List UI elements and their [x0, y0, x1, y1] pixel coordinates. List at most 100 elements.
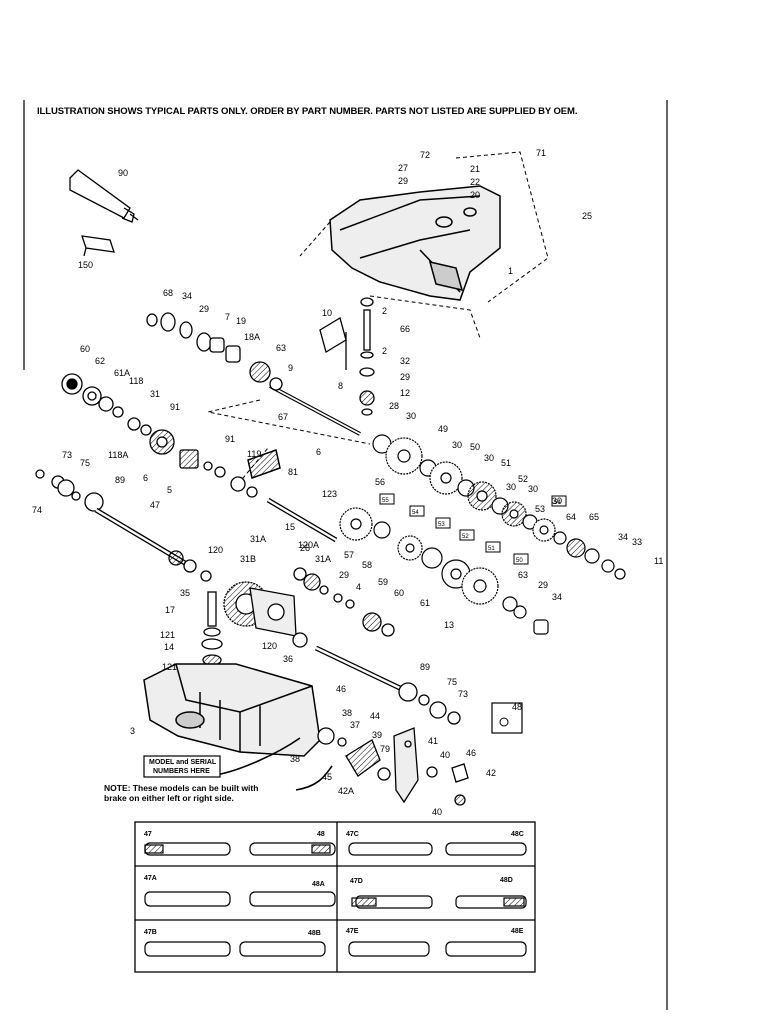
part-number-label: 120A	[298, 540, 319, 550]
part-number-label: 120	[208, 545, 223, 555]
part-number-label: 63	[276, 343, 286, 353]
part-number-label: 121	[162, 662, 177, 672]
part-number-label: 10	[322, 308, 332, 318]
table-label: 48E	[511, 928, 524, 935]
part-number-label: 75	[447, 677, 457, 687]
part-number-label: 31B	[240, 554, 256, 564]
part-number-label: 39	[372, 730, 382, 740]
part-number-label: 7	[225, 312, 230, 322]
boxed-tag: 51	[488, 546, 495, 552]
part-number-label: 91	[225, 434, 235, 444]
part-number-label: 3	[130, 726, 135, 736]
part-number-label: 91	[170, 402, 180, 412]
table-label: 47	[144, 831, 152, 838]
note-arrow-line	[295, 765, 333, 791]
table-label: 47E	[346, 928, 359, 935]
shift-rod-stack	[359, 297, 375, 416]
table-label: 48	[317, 831, 325, 838]
part-number-label: 81	[288, 467, 298, 477]
part-number-label: 66	[400, 324, 410, 334]
part-number-label: 30	[484, 453, 494, 463]
part-number-label: 89	[115, 475, 125, 485]
part-number-label: 17	[165, 605, 175, 615]
lower-left-washers	[35, 469, 104, 512]
brake-note-line2: brake on either left or right side.	[104, 793, 234, 803]
part-number-label: 37	[350, 720, 360, 730]
part-number-label: 72	[420, 150, 430, 160]
upper-bearing-stack	[146, 312, 241, 363]
part-number-label: 58	[362, 560, 372, 570]
brake-assembly-parts	[317, 727, 469, 806]
part-number-label: 41	[428, 736, 438, 746]
table-label: 48A	[312, 881, 325, 888]
gear-cluster-lower	[339, 507, 549, 635]
part-number-label: 34	[552, 592, 562, 602]
part-number-label: 79	[380, 744, 390, 754]
part-number-label: 29	[339, 570, 349, 580]
part-number-label: 13	[444, 620, 454, 630]
part-number-label: 57	[344, 550, 354, 560]
part-number-label: 74	[32, 505, 42, 515]
part-number-label: 31	[150, 389, 160, 399]
part-number-label: 31A	[250, 534, 266, 544]
part-number-label: 56	[375, 477, 385, 487]
boxed-tag: 54	[412, 510, 419, 516]
small-gears-13	[293, 567, 395, 637]
part-number-label: 44	[370, 711, 380, 721]
boxed-tag: 54	[554, 500, 561, 506]
part-number-label: 65	[589, 512, 599, 522]
part-number-label: 9	[288, 363, 293, 373]
pinion-stack-part	[201, 591, 223, 674]
part-number-label: 14	[164, 642, 174, 652]
table-label: 47B	[144, 929, 157, 936]
part-number-label: 59	[378, 577, 388, 587]
part-number-label: 6	[316, 447, 321, 457]
part-number-label: 61	[420, 598, 430, 608]
part-number-label: 1	[508, 266, 513, 276]
part-number-label: 36	[283, 654, 293, 664]
table-shaft-drawings	[144, 842, 527, 957]
part-number-label: 11	[654, 556, 663, 566]
part-number-label: 27	[398, 163, 408, 173]
part-number-label: 34	[182, 291, 192, 301]
part-number-label: 62	[95, 356, 105, 366]
transmission-case-part	[329, 185, 501, 301]
part-number-label: 30	[552, 496, 562, 506]
part-number-label: 46	[466, 748, 476, 758]
part-number-label: 19	[236, 316, 246, 326]
part-number-label: 15	[285, 522, 295, 532]
part-number-label: 46	[336, 684, 346, 694]
part-number-label: 6	[143, 473, 148, 483]
part-number-label: 52	[518, 474, 528, 484]
part-number-label: 18A	[244, 332, 260, 342]
part-number-label: 89	[420, 662, 430, 672]
differential-assembly-part	[223, 581, 297, 637]
part-number-label: 22	[470, 177, 480, 187]
table-label: 47A	[144, 875, 157, 882]
part-number-label: 40	[440, 750, 450, 760]
part-number-label: 30	[406, 411, 416, 421]
part-number-label: 20	[470, 190, 480, 200]
boxed-tag: 53	[438, 522, 445, 528]
lower-housing-part	[143, 663, 321, 757]
right-bearing-stack	[292, 632, 461, 725]
illustration-notice: ILLUSTRATION SHOWS TYPICAL PARTS ONLY. O…	[37, 106, 578, 117]
part-number-label: 71	[536, 148, 546, 158]
part-number-label: 2	[382, 306, 387, 316]
part-number-label: 123	[322, 489, 337, 499]
part-number-label: 25	[582, 211, 592, 221]
part-number-label: 34	[618, 532, 628, 542]
grease-tube-part	[69, 169, 139, 223]
table-label: 48C	[511, 831, 524, 838]
part-number-label: 50	[470, 442, 480, 452]
part-number-label: 68	[163, 288, 173, 298]
table-cell-labels: 47 48 47C 48C 47A 48A 47D 48D 47B 48B 47…	[144, 831, 524, 937]
part-48-inset-box	[491, 702, 523, 734]
part-number-label: 33	[632, 537, 642, 547]
part-number-label: 42A	[338, 786, 354, 796]
gear-9	[249, 361, 283, 391]
table-label: 47C	[346, 831, 359, 838]
part-number-label: 5	[167, 485, 172, 495]
